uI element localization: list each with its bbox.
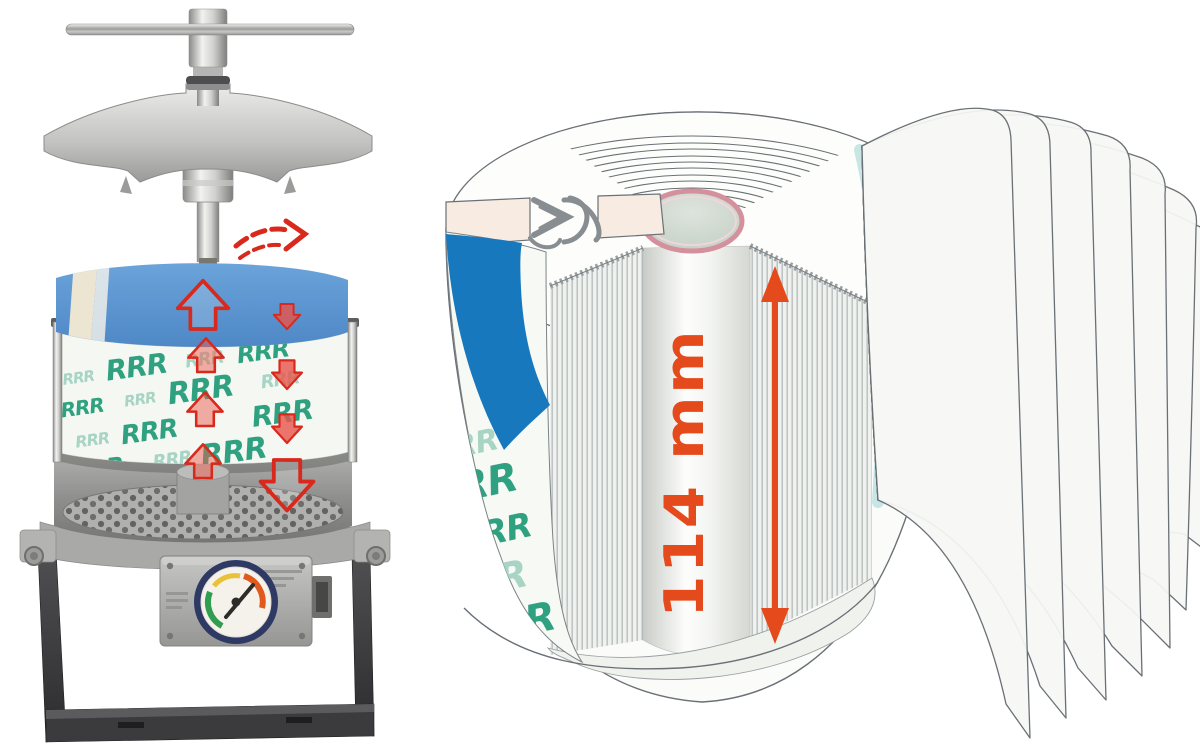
stand-slot — [286, 717, 312, 723]
filter-press-illustration: RRR RRR RRR RRR RRR RRR RRR RRR RRR RRR … — [19, 8, 391, 743]
brand-text: RRR — [74, 428, 110, 452]
gauge-orange-arc — [242, 573, 266, 609]
dimension-arrowhead-down — [761, 608, 789, 644]
mounting-stand — [37, 549, 375, 743]
handle-hub — [188, 8, 228, 68]
brand-text: RRR — [152, 447, 193, 473]
press-screw-assembly — [43, 8, 373, 274]
brand-text: RRR — [439, 551, 531, 612]
pressure-gauge — [194, 560, 278, 644]
bottom-rim — [463, 581, 879, 670]
interior-floor — [546, 577, 876, 680]
clamp-plate — [43, 83, 373, 183]
stand-slot — [118, 722, 144, 728]
brand-text: RRR — [59, 393, 105, 423]
filter-element-cutaway-illustration: 114 mm RRR RRR RRR RRR RRR RRR — [439, 107, 1200, 739]
gauge-box — [159, 555, 332, 647]
pleat-pack-left — [550, 248, 643, 655]
gauge-yellow-arc — [212, 573, 241, 588]
closure-band-right — [597, 193, 665, 239]
rotation-arrow-icon — [233, 218, 310, 260]
dimension-arrowhead-up — [761, 266, 789, 302]
clip-wire — [561, 197, 602, 243]
t-handle-bar — [65, 23, 355, 36]
wrap-blue-band — [446, 234, 550, 450]
core-opening — [639, 188, 745, 254]
brand-text: RRR — [123, 388, 157, 410]
filter-sheet — [861, 107, 1031, 739]
closure-clip — [445, 193, 665, 250]
pleat-pack-right — [750, 246, 872, 640]
clip-chevron-icon — [531, 197, 575, 238]
dimension-label: 114 mm — [653, 328, 716, 618]
brand-text: RRR — [61, 367, 95, 389]
dimension-annotation: 114 mm — [653, 266, 789, 644]
pleat-pack-cutaway — [463, 243, 879, 680]
frame-rods — [51, 318, 359, 463]
fanned-sheets — [861, 107, 1200, 739]
drive-screw — [196, 201, 220, 263]
brand-text: RRR — [462, 593, 559, 657]
gauge-green-arc — [204, 590, 224, 629]
